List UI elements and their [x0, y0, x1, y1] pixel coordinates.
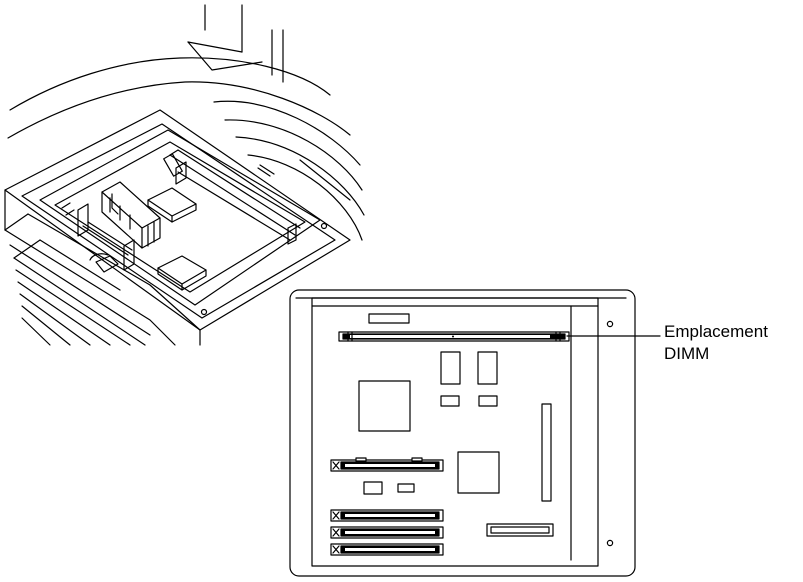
- top-connector: [368, 313, 410, 324]
- chip: [440, 395, 460, 407]
- chip: [363, 481, 383, 495]
- dimm-slot-callout-label: Emplacement DIMM: [664, 321, 768, 365]
- expansion-slot: [330, 526, 444, 539]
- bottom-connector: [486, 523, 554, 537]
- controller-board-top-view: [289, 289, 636, 577]
- mounting-hole: [606, 320, 614, 328]
- dimm-slot: [338, 331, 570, 342]
- expansion-slot: [330, 457, 444, 472]
- chip: [477, 351, 498, 385]
- mounting-hole: [606, 539, 614, 547]
- callout-line-2: DIMM: [664, 344, 710, 363]
- controller-chip: [457, 451, 500, 494]
- callout-line-1: Emplacement: [664, 322, 768, 341]
- vertical-connector: [541, 403, 552, 502]
- board-enclosure: [289, 289, 636, 577]
- board-outline: [311, 297, 599, 567]
- processor-chip: [358, 380, 411, 432]
- chip: [440, 351, 461, 385]
- printer-isometric-view: [4, 4, 365, 346]
- expansion-slot: [330, 509, 444, 522]
- expansion-slot: [330, 543, 444, 556]
- chip: [478, 395, 498, 407]
- chip: [397, 483, 415, 493]
